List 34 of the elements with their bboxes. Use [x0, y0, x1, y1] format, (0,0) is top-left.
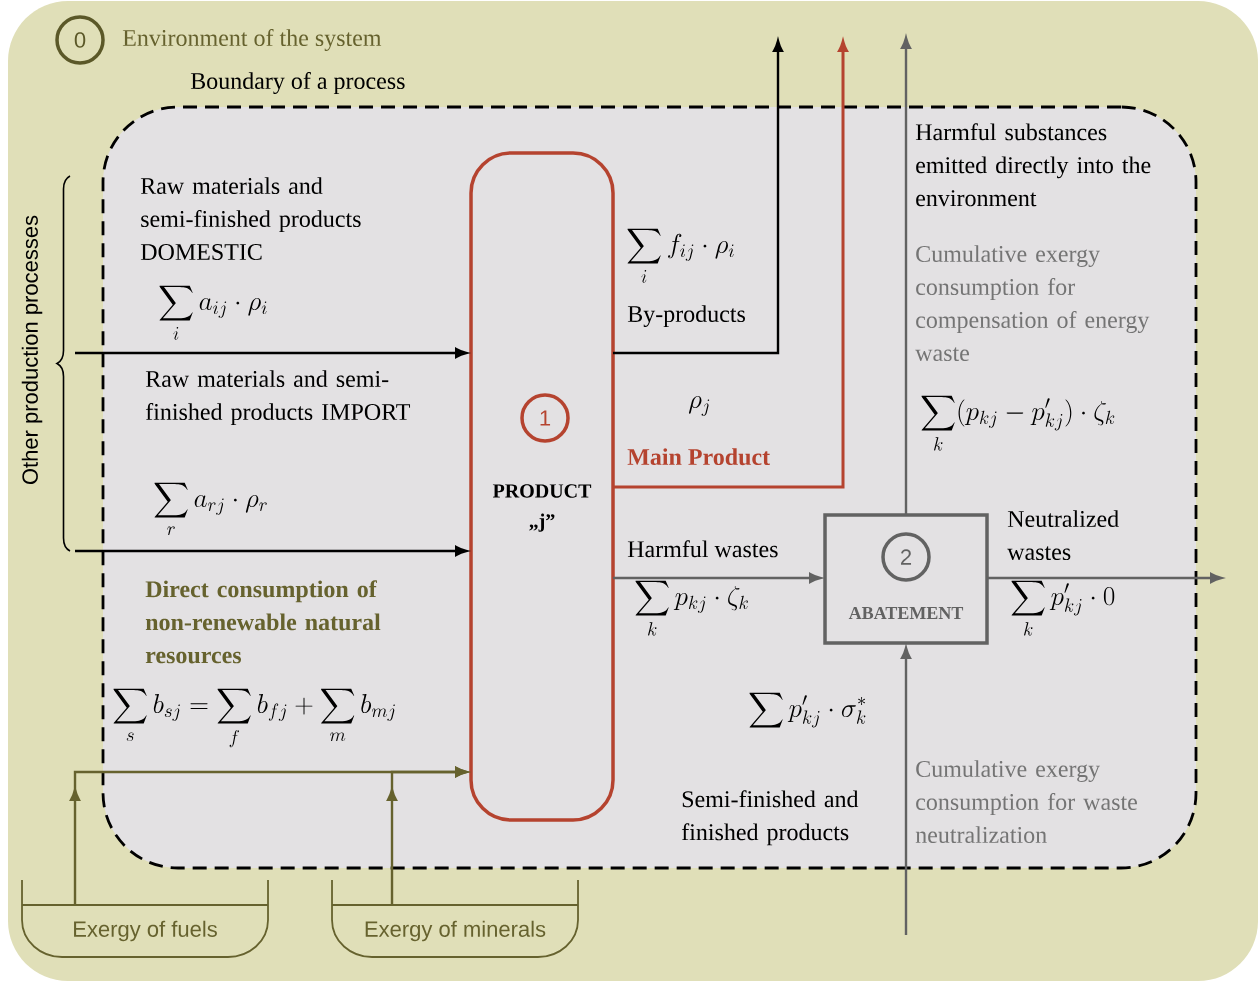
arrow: [900, 646, 912, 935]
flow-label: Raw materials and semi-finished products DOMESTIC: [140, 177, 361, 261]
box-title: PRODUCT „j”: [492, 484, 592, 532]
flow-label: Semi-finished and finished products: [681, 790, 859, 846]
area-title: Environment of the system: [122, 28, 382, 52]
flow-label: Harmful wastes: [627, 540, 778, 558]
formula: $\rho_{j}$: [688, 395, 710, 416]
formula: $\sum_{k} p'_{kj}\cdot 0$: [1011, 580, 1115, 636]
arrow: [900, 36, 912, 515]
flow-label: Harmful substances emitted directly into the environment: [915, 123, 1151, 207]
arrow: [75, 347, 468, 359]
flow-label: Main Product: [627, 448, 770, 466]
box-title: ABATEMENT: [848, 607, 964, 619]
formula: $\sum_{s} b_{sj}=\sum_{f} b_{fj}+\sum_{m} b_{mj}$: [113, 688, 395, 748]
formula: $\sum_{i} f_{ij}\cdot\rho_{i}$: [627, 228, 734, 283]
side-label: Other production processes: [21, 215, 43, 485]
arrow: [613, 39, 784, 355]
formula: $\sum p'_{kj}\cdot\sigma^{*}_{k}$: [749, 692, 866, 728]
arrow: [386, 766, 468, 905]
formula: $\sum_{k}(p_{kj}-p'_{kj})\cdot\zeta_{k}$: [921, 395, 1115, 451]
flow-label: Neutralized wastes: [1007, 510, 1119, 561]
arrow: [613, 572, 822, 584]
flow-label: Cumulative exergy consumption for compensation of energy waste: [915, 245, 1150, 362]
boundary-title: Boundary of a process: [190, 71, 405, 95]
arrow: [987, 572, 1223, 584]
source-bowl: Exergy of minerals: [331, 879, 579, 958]
arrow: [75, 545, 468, 557]
flow-label: Raw materials and semi-finished products IMPORT: [145, 370, 410, 425]
formula: $\sum_{k} p_{kj}\cdot\zeta_{k}$: [635, 580, 748, 636]
flow-label: Direct consumption of non-renewable natural resources: [145, 580, 381, 664]
formula: $\sum_{i} a_{ij}\cdot\rho_{i}$: [159, 285, 267, 340]
formula: $\sum_{r} a_{rj}\cdot\rho_{r}$: [154, 482, 267, 536]
flow-label: Cumulative exergy consumption for waste neutralization: [915, 760, 1137, 844]
source-bowl: Exergy of fuels: [21, 879, 269, 958]
